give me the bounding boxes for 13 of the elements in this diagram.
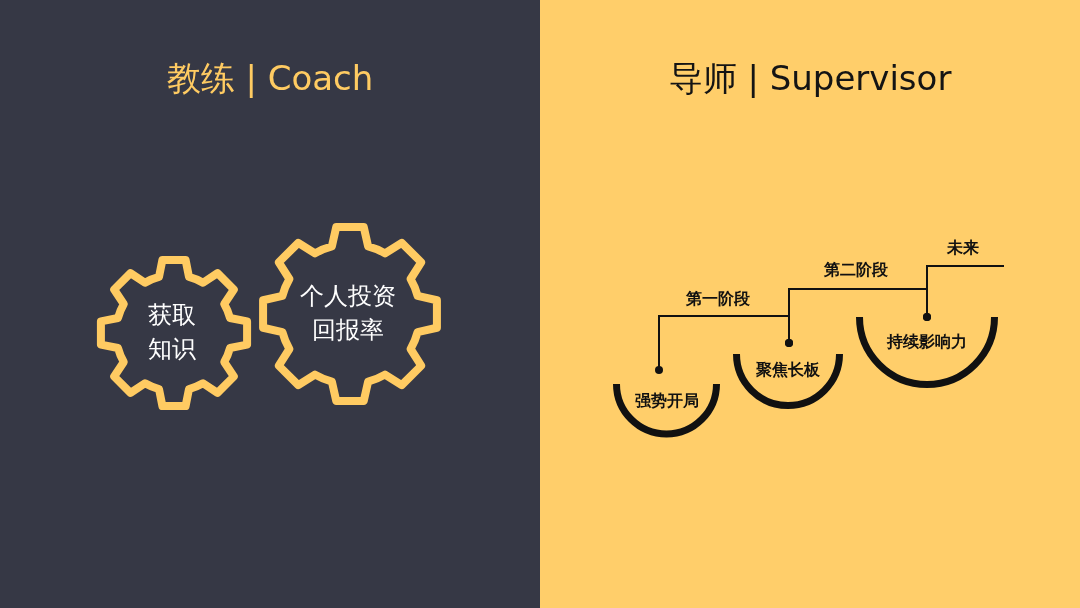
gear-label: 个人投资回报率 (299, 281, 397, 346)
bowl-label: 强势开局 (634, 390, 699, 412)
bowl-label: 持续影响力 (887, 331, 967, 353)
edge-label: 未来 (945, 237, 981, 259)
panel (540, 0, 1080, 608)
gear-label: 获取知识 (147, 300, 197, 365)
panel-heading: 导师 | Supervisor (668, 57, 952, 100)
panel (0, 0, 540, 608)
edge-label: 第二阶段 (822, 259, 890, 281)
edge-label: 第一阶段 (684, 288, 752, 310)
step-line (923, 265, 1005, 321)
panel-heading: 教练 | Coach (166, 57, 374, 100)
bowl-label: 聚焦长板 (756, 359, 820, 381)
